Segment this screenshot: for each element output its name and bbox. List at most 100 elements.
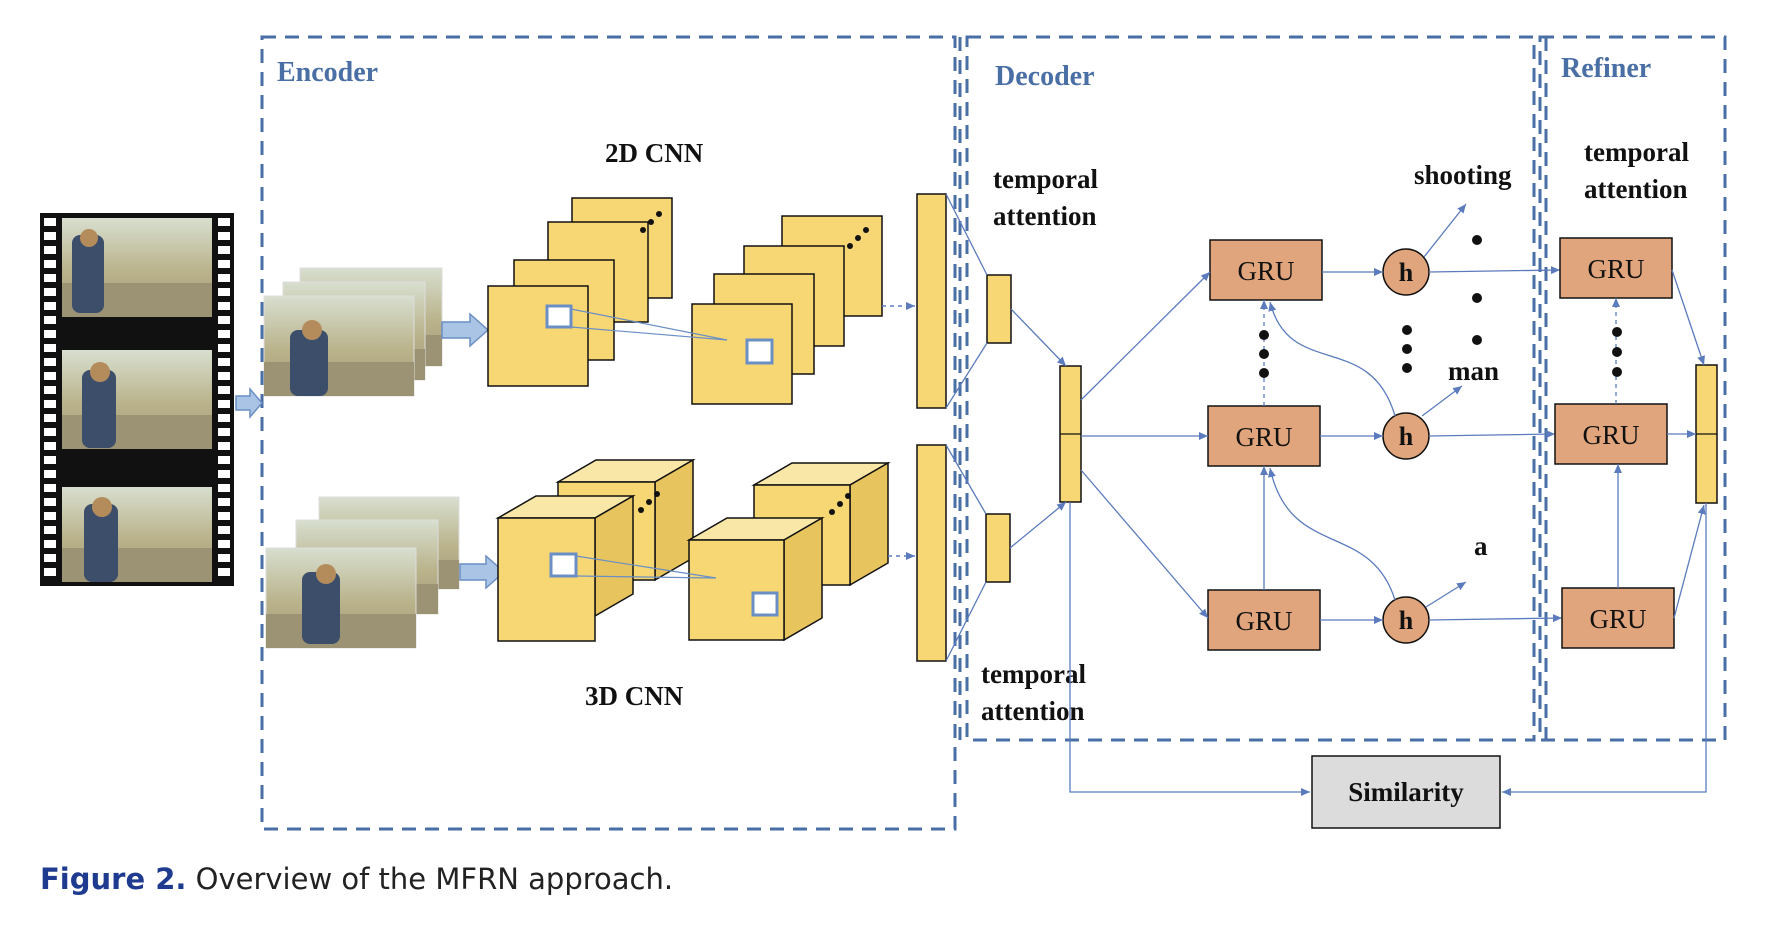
svg-text:GRU: GRU: [1235, 606, 1292, 636]
film-sprocket-hole: [44, 554, 56, 562]
film-sprocket-hole: [218, 246, 230, 254]
frame-stack-2d: [263, 267, 443, 397]
film-sprocket-hole: [44, 302, 56, 310]
decoder-gru-2: GRU: [1207, 405, 1321, 467]
film-sprocket-hole: [218, 428, 230, 436]
film-sprocket-hole: [44, 470, 56, 478]
decoder-gru-3: GRU: [1207, 589, 1321, 651]
film-sprocket-hole: [44, 526, 56, 534]
film-sprocket-hole: [44, 568, 56, 576]
hidden-state-2: h: [1382, 412, 1430, 460]
film-frame-2: [62, 350, 212, 449]
film-sprocket-hole: [44, 260, 56, 268]
film-sprocket-hole: [218, 400, 230, 408]
decoder-border: [965, 35, 1536, 742]
temporal-attention-top-l2: attention: [993, 201, 1097, 231]
film-sprocket-hole: [218, 302, 230, 310]
svg-text:Similarity: Similarity: [1348, 777, 1464, 807]
frame-stack-3d: [265, 496, 460, 649]
film-frame-1: [62, 218, 212, 317]
film-sprocket-hole: [44, 358, 56, 366]
film-sprocket-hole: [44, 428, 56, 436]
film-sprocket-hole: [218, 498, 230, 506]
film-sprocket-hole: [44, 344, 56, 352]
film-sprocket-hole: [44, 288, 56, 296]
temporal-attention-top-l1: temporal: [993, 164, 1098, 194]
film-sprocket-hole: [44, 218, 56, 226]
input-arrow: [235, 386, 263, 420]
feature-vector-3d: [916, 444, 947, 662]
output-word-shooting: shooting: [1414, 160, 1512, 190]
encoder-border: [260, 35, 957, 831]
film-sprocket-hole: [44, 540, 56, 548]
film-sprocket-hole: [218, 344, 230, 352]
mfrn-diagram: Encoder Decoder Refiner: [40, 35, 1727, 831]
film-sprocket-hole: [218, 288, 230, 296]
film-sprocket-hole: [218, 526, 230, 534]
feature-vector-2d: [916, 193, 947, 409]
film-sprocket-hole: [218, 274, 230, 282]
film-sprocket-hole: [218, 470, 230, 478]
film-sprocket-hole: [44, 442, 56, 450]
film-sprocket-hole: [44, 232, 56, 240]
film-sprocket-hole: [218, 330, 230, 338]
svg-text:GRU: GRU: [1235, 422, 1292, 452]
cnn-3d-block: [495, 458, 891, 642]
film-sprocket-hole: [218, 218, 230, 226]
film-sprocket-hole: [44, 484, 56, 492]
film-sprocket-hole: [218, 554, 230, 562]
refiner-title: Refiner: [1561, 53, 1651, 84]
output-word-a: a: [1474, 531, 1488, 561]
refiner-attention-l2: attention: [1584, 174, 1688, 204]
svg-text:h: h: [1399, 606, 1414, 635]
film-sprocket-hole: [44, 316, 56, 324]
film-sprocket-hole: [218, 232, 230, 240]
film-sprocket-hole: [218, 540, 230, 548]
film-sprocket-hole: [218, 512, 230, 520]
film-sprocket-hole: [218, 358, 230, 366]
refiner-gru-3: GRU: [1561, 587, 1675, 649]
svg-text:h: h: [1399, 258, 1414, 287]
film-sprocket-hole: [218, 414, 230, 422]
film-sprocket-hole: [44, 498, 56, 506]
film-sprocket-hole: [218, 386, 230, 394]
film-frame-3: [62, 487, 212, 582]
figure-label: Figure 2.: [40, 862, 187, 896]
refiner-gru-2: GRU: [1554, 403, 1668, 465]
svg-text:h: h: [1399, 422, 1414, 451]
film-sprocket-hole: [44, 246, 56, 254]
cnn-2d-block: [487, 197, 883, 405]
hidden-state-3: h: [1382, 596, 1430, 644]
svg-text:GRU: GRU: [1582, 420, 1639, 450]
film-sprocket-hole: [218, 316, 230, 324]
film-sprocket-hole: [44, 400, 56, 408]
film-sprocket-hole: [218, 484, 230, 492]
refiner-attention-l1: temporal: [1584, 137, 1689, 167]
decoder-title: Decoder: [995, 61, 1095, 92]
figure-caption: Figure 2. Overview of the MFRN approach.: [40, 862, 673, 896]
hidden-state-1: h: [1382, 248, 1430, 296]
temporal-attention-bottom-l1: temporal: [981, 659, 1086, 689]
svg-text:GRU: GRU: [1589, 604, 1646, 634]
similarity-box: Similarity: [1311, 755, 1501, 829]
film-sprocket-hole: [44, 512, 56, 520]
output-word-man: man: [1448, 356, 1499, 386]
refiner-border: [1538, 35, 1727, 742]
encoder-title: Encoder: [277, 57, 378, 88]
film-sprocket-hole: [44, 414, 56, 422]
film-sprocket-hole: [218, 568, 230, 576]
temporal-attention-2d: [986, 274, 1012, 344]
film-sprocket-hole: [218, 372, 230, 380]
cnn-2d-label: 2D CNN: [605, 138, 704, 168]
refiner-gru-1: GRU: [1559, 237, 1673, 299]
svg-text:GRU: GRU: [1237, 256, 1294, 286]
temporal-attention-bottom-l2: attention: [981, 696, 1085, 726]
svg-text:GRU: GRU: [1587, 254, 1644, 284]
cnn-3d-label: 3D CNN: [585, 681, 684, 711]
film-sprocket-hole: [44, 372, 56, 380]
film-sprocket-hole: [218, 456, 230, 464]
film-sprocket-hole: [44, 456, 56, 464]
figure-caption-text: Overview of the MFRN approach.: [186, 862, 674, 896]
film-sprocket-hole: [44, 330, 56, 338]
film-sprocket-hole: [218, 442, 230, 450]
